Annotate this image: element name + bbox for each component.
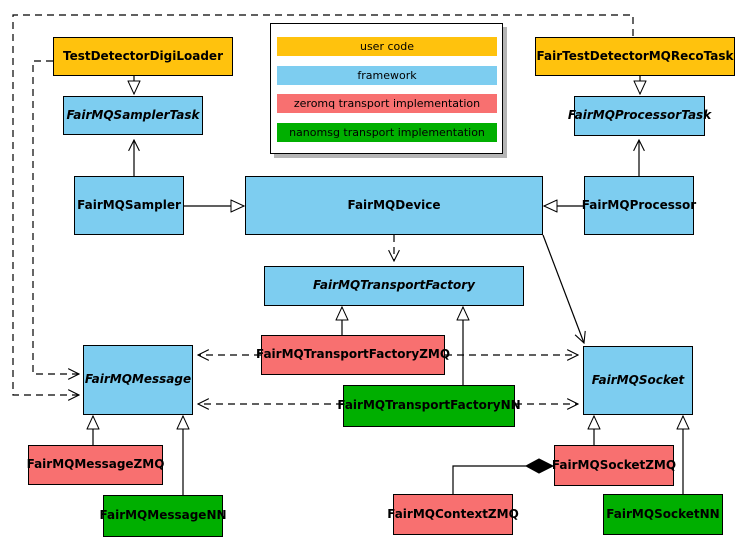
node-fairmqtransportfactory: FairMQTransportFactory [264,266,524,306]
node-fairmqtransportfactoryzmq: FairMQTransportFactoryZMQ [256,335,450,375]
node-fairmqsocketzmq: FairMQSocketZMQ [552,445,676,486]
legend-item-zeromq: zeromq transport implementation [277,94,497,114]
node-fairmqmessagezmq: FairMQMessageZMQ [27,445,164,485]
node-fairtestdetectormqrecotask: FairTestDetectorMQRecoTask [535,37,735,76]
node-fairmqsocketnn: FairMQSocketNN [603,494,723,535]
legend-item-framework: framework [277,65,497,85]
node-fairmqsampler: FairMQSampler [74,176,184,235]
node-fairmqtransportfactorynn: FairMQTransportFactoryNN [337,385,521,427]
legend-item-user-code: user code [277,37,497,56]
node-fairmqcontextzmq: FairMQContextZMQ [387,494,519,535]
node-fairmqdevice: FairMQDevice [245,176,543,235]
node-fairmqprocessor: FairMQProcessor [582,176,696,235]
node-testdetectordigiloader: TestDetectorDigiLoader [53,37,233,76]
node-fairmqsamplertask: FairMQSamplerTask [63,96,203,135]
node-fairmqmessagenn: FairMQMessageNN [99,495,227,537]
legend-item-nanomsg: nanomsg transport implementation [277,122,497,142]
node-fairmqprocessortask: FairMQProcessorTask [568,96,711,136]
node-fairmqmessage: FairMQMessage [83,345,193,415]
legend: user code framework zeromq transport imp… [270,23,503,154]
node-fairmqsocket: FairMQSocket [583,346,693,415]
